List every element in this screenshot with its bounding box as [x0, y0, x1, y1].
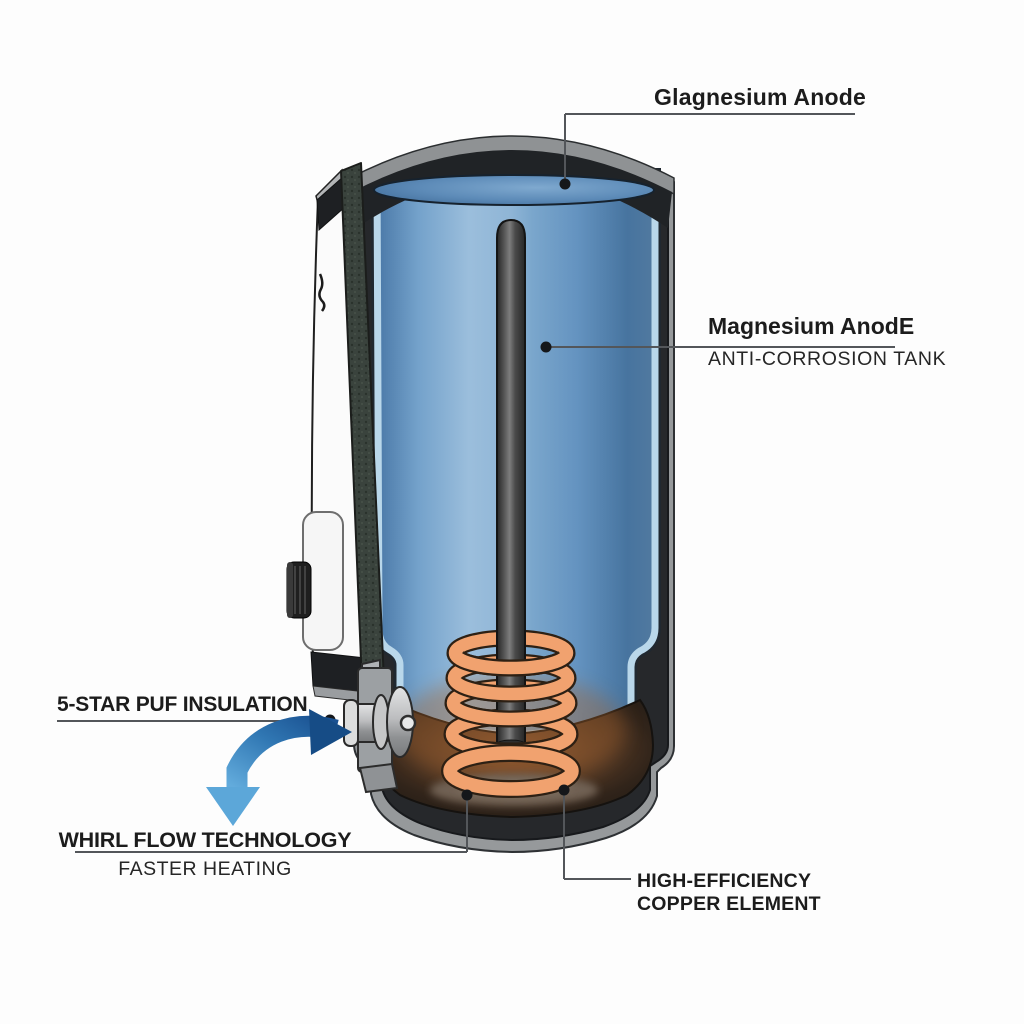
label-copper-element-line2: COPPER ELEMENT	[637, 893, 821, 915]
label-whirl-flow-title: WHIRL FLOW TECHNOLOGY	[58, 828, 352, 852]
label-anode-right: Magnesium AnodE ANTI-CORROSION TANK	[708, 313, 946, 371]
water-surface	[373, 174, 655, 206]
label-anode-top: Glagnesium Anode	[640, 84, 880, 111]
casing-mark	[318, 273, 326, 312]
flow-arrow	[206, 709, 352, 826]
leader-whirl-flow	[75, 789, 473, 853]
copper-heating-coil	[441, 218, 581, 798]
tank-rim	[349, 135, 675, 228]
inlet-valve	[343, 658, 417, 794]
control-knob[interactable]	[286, 561, 312, 619]
label-copper-element: HIGH-EFFICIENCY COPPER ELEMENT	[637, 870, 821, 916]
label-anode-right-title: Magnesium AnodE	[708, 313, 915, 339]
outer-casing	[286, 168, 367, 703]
arrow-head-down	[206, 787, 260, 826]
leader-copper-element	[558, 784, 631, 880]
leader-anode-top	[559, 113, 855, 190]
label-whirl-flow-subtitle: FASTER HEATING	[118, 858, 292, 880]
label-insulation: 5-STAR PUF INSULATION	[57, 693, 308, 717]
label-insulation-title: 5-STAR PUF INSULATION	[57, 693, 308, 716]
label-copper-element-line1: HIGH-EFFICIENCY	[637, 870, 812, 892]
label-whirl-flow: WHIRL FLOW TECHNOLOGY FASTER HEATING	[55, 828, 355, 881]
label-anode-top-title: Glagnesium Anode	[654, 84, 866, 110]
arrow-head-right	[309, 709, 352, 755]
label-anode-right-subtitle: ANTI-CORROSION TANK	[708, 348, 947, 370]
leader-anode-right	[540, 341, 895, 353]
